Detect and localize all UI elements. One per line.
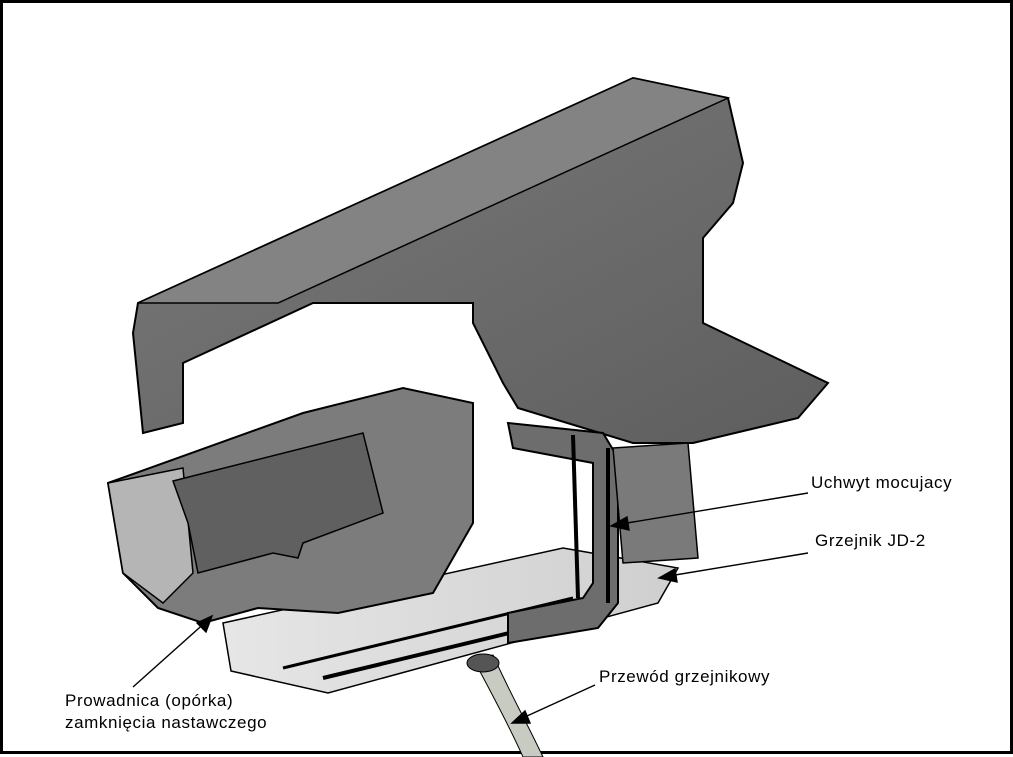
label-guide-line1: Prowadnica (opórka)	[65, 691, 234, 710]
leader-guide	[132, 619, 209, 688]
arrow-cable	[510, 709, 532, 724]
label-heater-cable: Przewód grzejnikowy	[599, 667, 771, 686]
heater-cable	[472, 654, 544, 757]
guide-left-face	[107, 467, 194, 604]
label-heater: Grzejnik JD-2	[815, 531, 926, 550]
leader-lines	[132, 492, 809, 724]
rail-heater-illustration	[106, 76, 830, 757]
mounting-clamp	[506, 421, 619, 645]
arrow-holder	[609, 515, 630, 531]
clamp-slot	[571, 434, 610, 603]
leader-holder	[614, 492, 809, 526]
arrow-guide	[195, 614, 214, 634]
label-guide-line2: zamknięcia nastawczego	[65, 713, 268, 732]
heater-jd2-plate	[222, 547, 680, 694]
leader-heater	[662, 552, 809, 578]
rail-top-face	[137, 77, 731, 304]
cable-gland	[466, 653, 500, 673]
clamp-side-block	[612, 442, 699, 564]
label-mounting-holder: Uchwyt mocujacy	[811, 473, 953, 492]
leader-cable	[515, 684, 596, 722]
guide-recess	[172, 432, 384, 574]
arrow-heater	[657, 567, 678, 583]
rail-body	[131, 76, 830, 444]
